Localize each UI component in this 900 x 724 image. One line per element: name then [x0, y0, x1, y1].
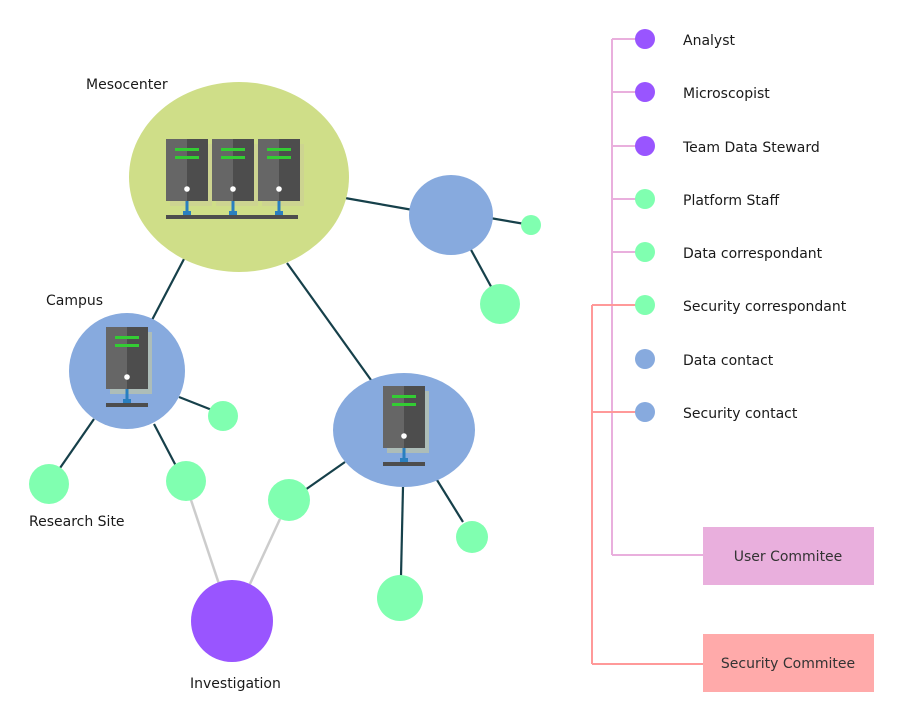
user-committee-label: User Commitee — [734, 549, 843, 565]
server-rack-base — [383, 462, 425, 466]
link-site-center-staff — [304, 461, 346, 491]
legend-label: Platform Staff — [683, 193, 779, 209]
user-committee-box: User Commitee — [703, 527, 874, 585]
research-site-node — [29, 464, 69, 504]
legend-item-microscopist: Microscopist — [635, 82, 770, 102]
legend: Analyst Microscopist Team Data Steward P… — [635, 29, 847, 422]
legend-dot — [635, 242, 655, 262]
legend-dot — [635, 402, 655, 422]
link-investigation — [247, 518, 282, 587]
investigation-node — [191, 580, 273, 662]
legend-label: Microscopist — [683, 86, 770, 102]
link-site-center-staff — [399, 486, 405, 577]
legend-item-data-correspondant: Data correspondant — [635, 242, 823, 262]
campus-label: Campus — [46, 293, 103, 309]
legend-item-data-contact: Data contact — [635, 349, 774, 369]
legend-dot — [635, 136, 655, 156]
legend-label: Data correspondant — [683, 246, 823, 262]
legend-item-analyst: Analyst — [635, 29, 735, 49]
network-nodes — [29, 82, 541, 662]
staff-node — [456, 521, 488, 553]
link-site-center-staff — [436, 479, 464, 523]
server-rack-base — [166, 215, 298, 219]
legend-dot — [635, 295, 655, 315]
legend-item-platform-staff: Platform Staff — [635, 189, 779, 209]
mesocenter-label: Mesocenter — [86, 77, 168, 93]
security-committee-bracket — [591, 304, 704, 665]
link-mesocenter-site-right — [344, 196, 414, 212]
link-mesocenter-site-center — [286, 262, 372, 381]
site-node-right — [409, 175, 493, 255]
link-investigation — [188, 496, 222, 588]
staff-node — [268, 479, 310, 521]
link-site-right-staff — [489, 216, 526, 226]
staff-node — [208, 401, 238, 431]
staff-node — [166, 461, 206, 501]
link-campus-staff — [178, 395, 213, 412]
legend-label: Data contact — [683, 353, 774, 369]
legend-label: Security correspondant — [683, 299, 847, 315]
legend-dot — [635, 82, 655, 102]
legend-label: Team Data Steward — [682, 140, 820, 156]
link-campus-research-site — [59, 418, 95, 469]
network-links — [59, 196, 526, 588]
research-site-label: Research Site — [29, 514, 125, 530]
legend-dot — [635, 189, 655, 209]
staff-node — [377, 575, 423, 621]
investigation-label: Investigation — [190, 676, 281, 692]
server-rack-base — [106, 403, 148, 407]
legend-dot — [635, 29, 655, 49]
security-committee-box: Security Commitee — [703, 634, 874, 692]
link-mesocenter-campus — [151, 258, 185, 321]
legend-dot — [635, 349, 655, 369]
link-campus-staff — [153, 423, 177, 467]
legend-item-security-correspondant: Security correspondant — [635, 295, 847, 315]
staff-node — [480, 284, 520, 324]
legend-item-team-data-steward: Team Data Steward — [635, 136, 820, 156]
legend-item-security-contact: Security contact — [635, 402, 798, 422]
staff-node — [521, 215, 541, 235]
user-committee-bracket — [611, 38, 704, 556]
link-site-right-staff — [469, 247, 495, 293]
legend-label: Security contact — [683, 406, 798, 422]
legend-label: Analyst — [683, 33, 735, 49]
security-committee-label: Security Commitee — [721, 656, 855, 672]
